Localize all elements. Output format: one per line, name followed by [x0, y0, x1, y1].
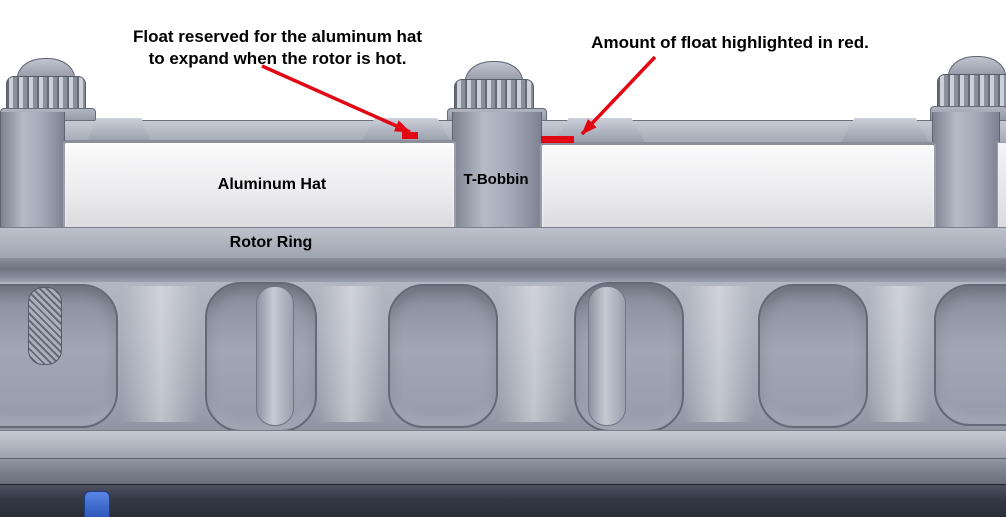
bobbin-column-right	[932, 112, 1000, 232]
ring-post-highlight	[684, 286, 754, 422]
rotor-ring-groove	[0, 258, 1006, 282]
float-note-line1: Float reserved for the aluminum hat	[132, 27, 423, 46]
aluminum-hat-panel-right	[540, 142, 936, 232]
ring-post-highlight	[868, 286, 930, 422]
ring-post-highlight	[122, 286, 200, 422]
vent-hole	[388, 284, 498, 428]
knurled-pin	[28, 287, 62, 365]
lower-band-dark	[0, 484, 1006, 517]
aluminum-hat-label: Aluminum Hat	[217, 176, 327, 193]
red-float-note: Amount of float highlighted in red.	[591, 33, 869, 52]
float-highlight-right	[541, 136, 574, 143]
vent-hole	[758, 284, 868, 428]
float-highlight-left	[402, 132, 418, 139]
bobbin-stem	[256, 286, 294, 426]
ring-post-highlight	[498, 286, 570, 422]
lower-band-mid	[0, 458, 1006, 485]
t-bobbin-label: T-Bobbin	[463, 171, 529, 188]
lower-band-light	[0, 430, 1006, 459]
float-note-line2: to expand when the rotor is hot.	[148, 49, 407, 68]
t-bobbin-column	[452, 112, 542, 232]
bobbin-column-left	[0, 112, 65, 232]
hat-mount-tab	[840, 118, 930, 144]
rotor-ring-top-band	[0, 227, 1006, 259]
vent-hole	[0, 284, 118, 428]
vent-hole	[934, 284, 1006, 426]
rotor-ring-label: Rotor Ring	[229, 234, 313, 251]
hat-mount-tab	[86, 118, 152, 144]
blue-hardware	[84, 491, 110, 517]
float-note: Float reserved for the aluminum hat to e…	[95, 26, 460, 70]
ring-post-highlight	[318, 286, 384, 422]
bobbin-stem	[588, 286, 626, 426]
aluminum-hat-panel-edge	[997, 142, 1006, 229]
